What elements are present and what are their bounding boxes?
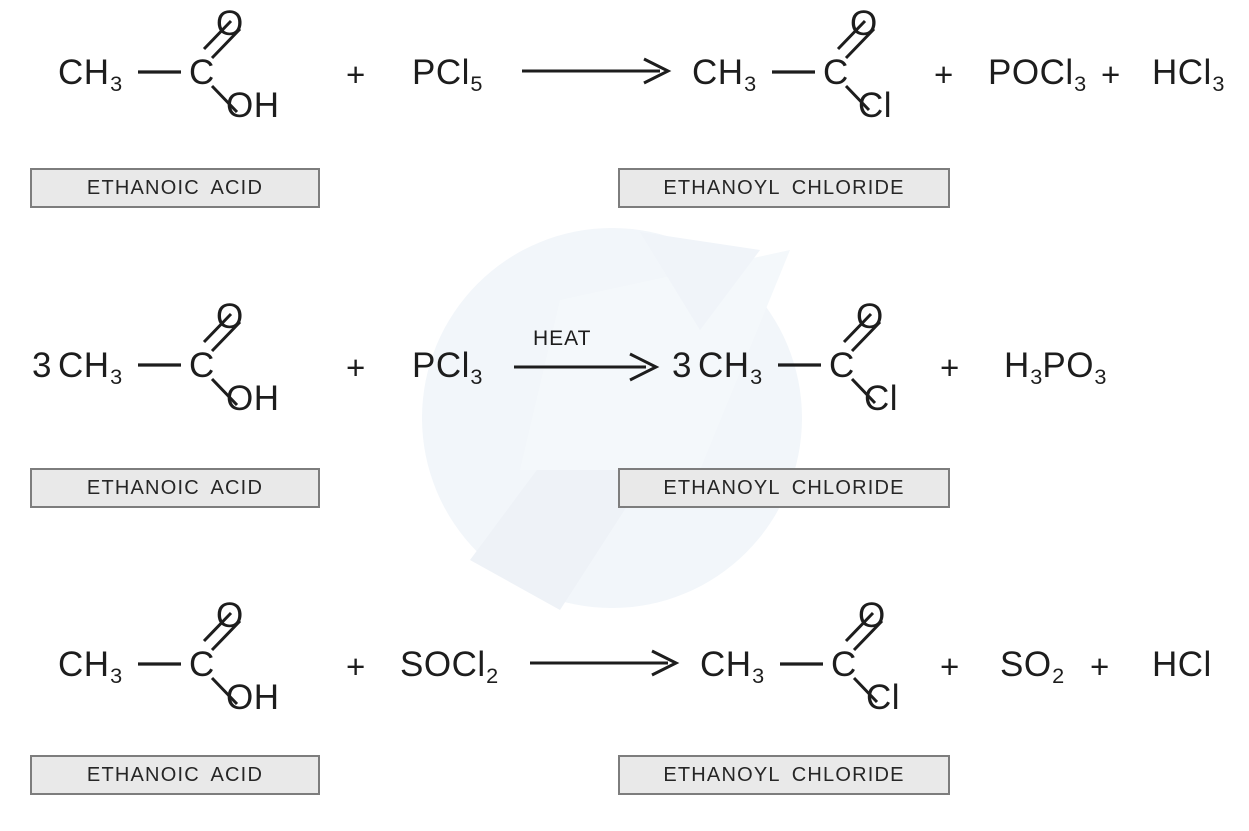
carbonyl-carbon-label: C (823, 53, 849, 92)
carbonyl-carbon-label: C (189, 53, 215, 92)
alkyl-group-label: CH3 (58, 53, 123, 96)
double-bond-line-a (210, 619, 242, 652)
reaction-arrow-1 (520, 56, 675, 86)
carbonyl-carbon-label: C (189, 346, 215, 385)
compound-name-box-ethanoyl-chloride: ETHANOYL CHLORIDE (618, 755, 950, 795)
stoichiometric-coefficient-label: 3 (32, 346, 52, 385)
compound-name-text: ETHANOYL CHLORIDE (663, 177, 905, 199)
alkyl-group-label: CH3 (58, 645, 123, 688)
single-bond-carbon-hydroxyl (210, 84, 239, 114)
single-bond-carbon-hydroxyl (210, 377, 239, 407)
carbonyl-carbon-label: C (189, 645, 215, 684)
double-bond-line-a (850, 320, 882, 353)
reaction-row-3: CH3 C O OH + SOCl2 CH3 C O Cl + SO2 + HC (0, 592, 1249, 826)
double-bond-line-b (202, 312, 233, 344)
double-bond-line-a (852, 619, 884, 652)
double-bond-line-b (836, 19, 867, 51)
byproduct-so2-label: SO2 (1000, 645, 1065, 688)
plus-sign-products-3a: + (940, 648, 960, 685)
alkyl-group-label: CH3 (58, 346, 123, 389)
carbonyl-carbon-label: C (831, 645, 857, 684)
compound-name-text: ETHANOIC ACID (86, 177, 264, 199)
reaction-arrow-2 (512, 352, 667, 382)
compound-name-box-ethanoic-acid: ETHANOIC ACID (30, 468, 320, 508)
double-bond-line-a (210, 320, 242, 353)
plus-sign-reactants-3: + (346, 648, 366, 685)
reaction-condition-heat-label: HEAT (533, 327, 592, 350)
double-bond-line-b (202, 19, 233, 51)
single-bond-carbon-chlorine (850, 377, 877, 405)
double-bond-line-b (842, 312, 873, 344)
compound-name-box-ethanoic-acid: ETHANOIC ACID (30, 168, 320, 208)
reaction-arrow-3 (528, 648, 683, 678)
plus-sign-reactants-1: + (346, 56, 366, 93)
hydroxyl-group-label: OH (226, 678, 280, 717)
single-bond-carbon-chlorine (844, 84, 871, 112)
compound-name-box-ethanoyl-chloride: ETHANOYL CHLORIDE (618, 168, 950, 208)
double-bond-line-a (210, 27, 242, 60)
single-bond-carbon-hydroxyl (210, 676, 239, 706)
compound-name-text: ETHANOIC ACID (86, 764, 264, 786)
compound-name-text: ETHANOYL CHLORIDE (663, 477, 905, 499)
double-bond-line-b (844, 611, 875, 643)
single-bond-carbon-chlorine (852, 676, 879, 704)
byproduct-hcl-label: HCl (1152, 645, 1212, 684)
compound-name-text: ETHANOIC ACID (86, 477, 264, 499)
byproduct-pocl3-label: POCl3 (988, 53, 1087, 96)
reaction-row-2: 3 CH3 C O OH + PCl3 HEAT 3 CH3 C O Cl (0, 290, 1249, 530)
reagent-pcl3-label: PCl3 (412, 346, 483, 389)
alkyl-group-label: CH3 (700, 645, 765, 688)
plus-sign-products-1a: + (934, 56, 954, 93)
double-bond-line-a (844, 27, 876, 60)
double-bond-line-b (202, 611, 233, 643)
hydroxyl-group-label: OH (226, 86, 280, 125)
hydroxyl-group-label: OH (226, 379, 280, 418)
plus-sign-products-3b: + (1090, 648, 1110, 685)
reaction-row-1: CH3 C O OH + PCl5 CH3 C O Cl + POCl3 + (0, 0, 1249, 230)
plus-sign-products-2: + (940, 349, 960, 386)
reagent-socl2-label: SOCl2 (400, 645, 499, 688)
compound-name-box-ethanoyl-chloride: ETHANOYL CHLORIDE (618, 468, 950, 508)
alkyl-group-label: CH3 (692, 53, 757, 96)
plus-sign-reactants-2: + (346, 349, 366, 386)
byproduct-phosphorous-acid-label: H3PO3 (1004, 346, 1107, 389)
byproduct-hcl3-label: HCl3 (1152, 53, 1225, 96)
compound-name-text: ETHANOYL CHLORIDE (663, 764, 905, 786)
compound-name-box-ethanoic-acid: ETHANOIC ACID (30, 755, 320, 795)
reagent-pcl5-label: PCl5 (412, 53, 483, 96)
carbonyl-carbon-label: C (829, 346, 855, 385)
plus-sign-products-1b: + (1101, 56, 1121, 93)
